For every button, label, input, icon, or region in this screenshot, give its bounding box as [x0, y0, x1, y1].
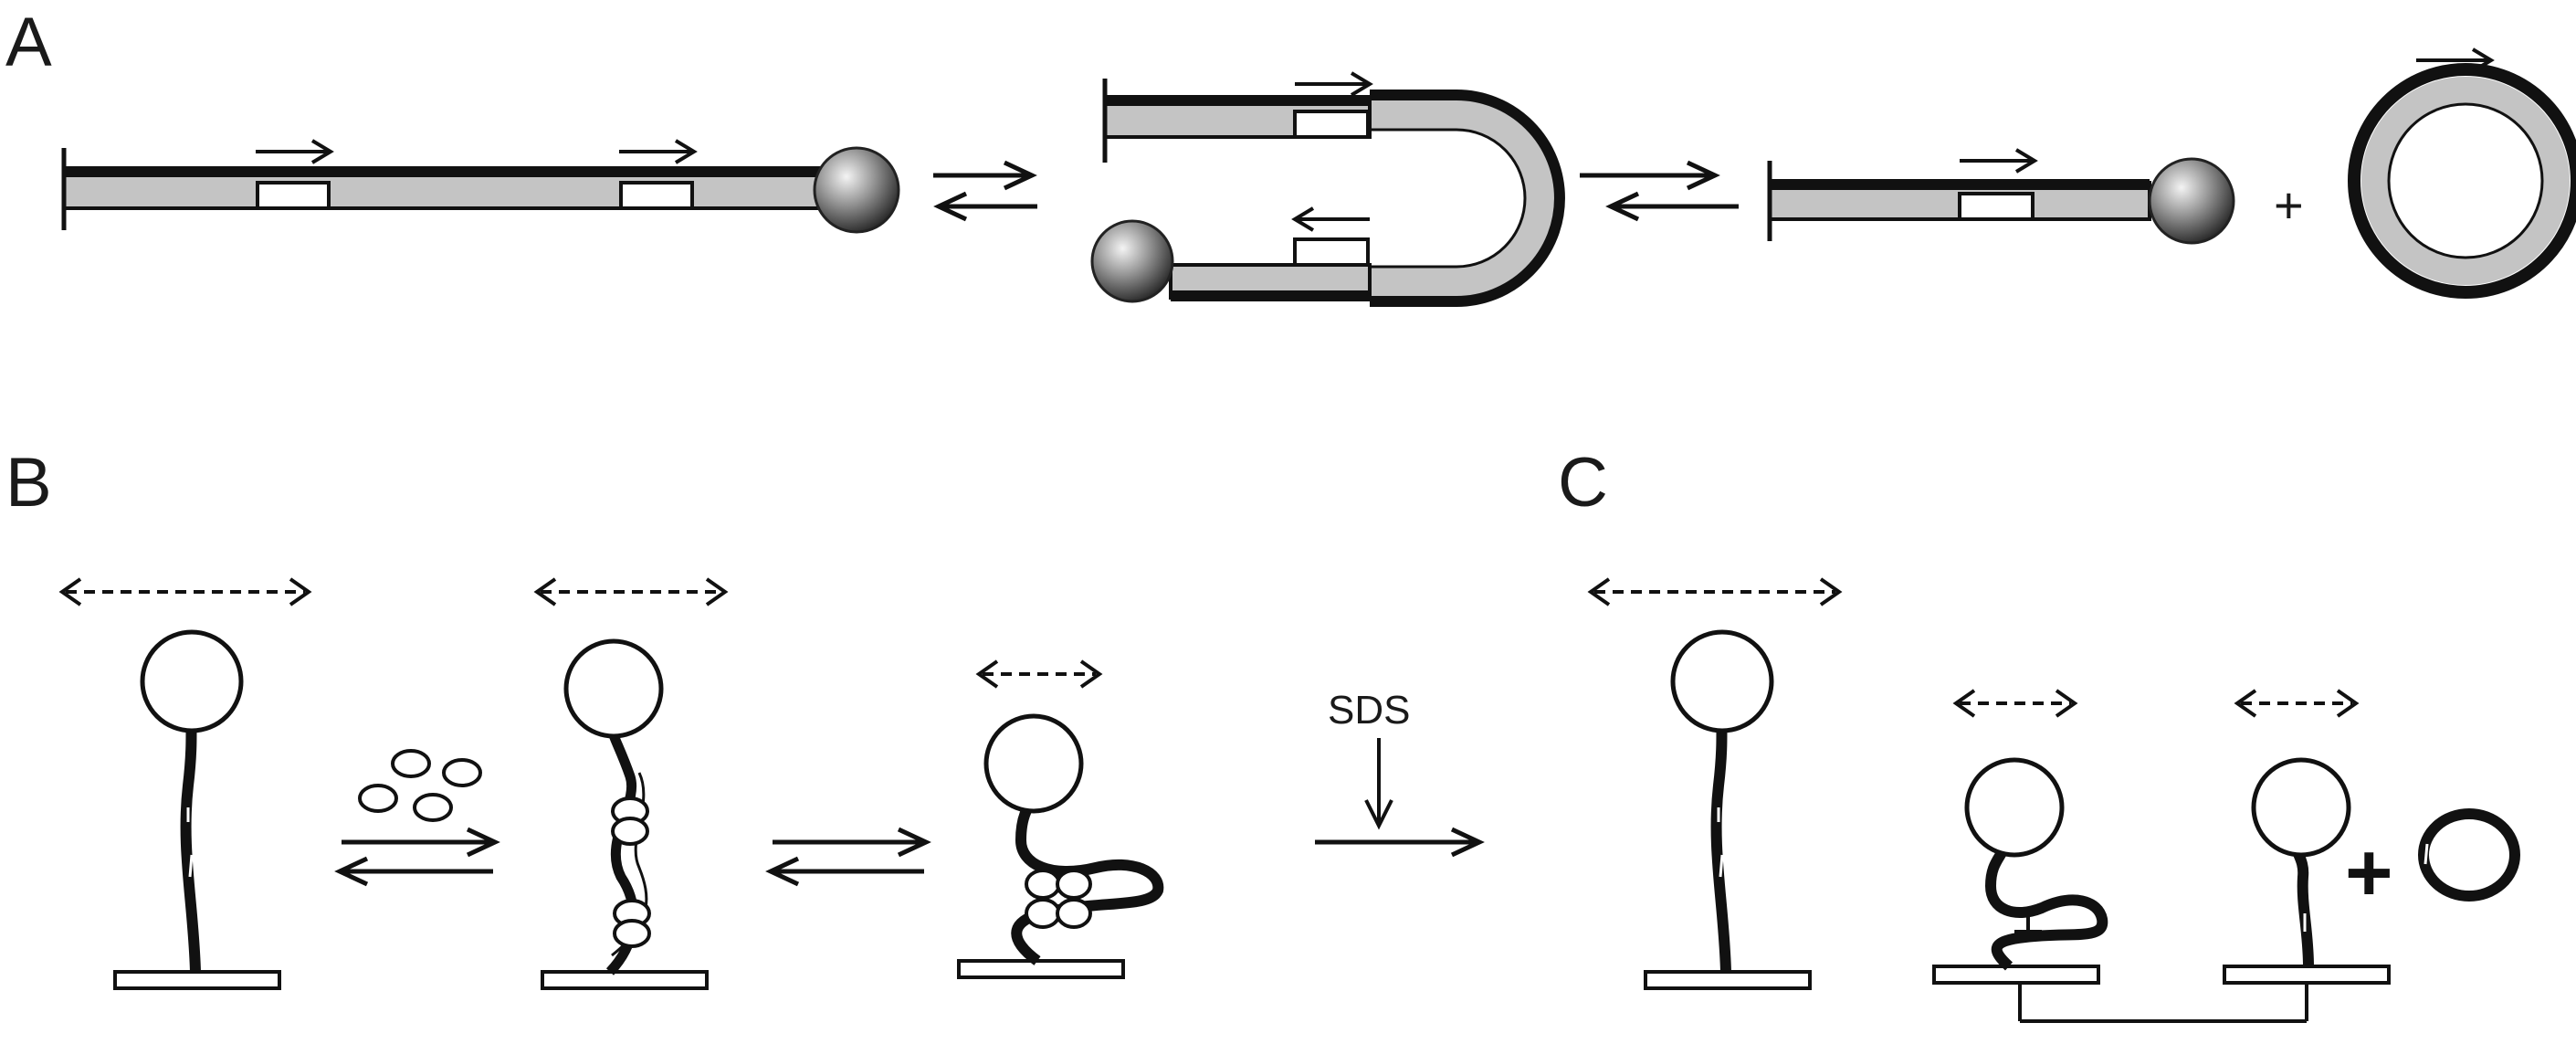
linear-dna-two-sites — [61, 139, 900, 234]
panel-label-b: B — [5, 444, 52, 522]
site-direction-arrow — [619, 139, 698, 164]
equilibrium-arrows — [334, 827, 500, 887]
brownian-motion-arrow — [2234, 689, 2360, 718]
equilibrium-arrows — [765, 827, 931, 887]
brownian-motion-arrow — [58, 577, 312, 606]
bead — [1964, 757, 2065, 858]
panel-label-c: C — [1558, 444, 1608, 522]
linear-dna-one-site — [1767, 148, 2235, 245]
brownian-motion-arrow — [975, 659, 1103, 689]
tethered-bead-crosslinked-loop — [1932, 689, 2108, 985]
brownian-motion-arrow — [533, 577, 729, 606]
site-direction-arrow — [2416, 47, 2495, 73]
equilibrium-arrows — [933, 160, 1037, 222]
recombination-site — [619, 181, 694, 210]
bead — [563, 638, 664, 739]
bead — [1090, 219, 1174, 303]
tethered-bead-extended — [58, 577, 312, 990]
bead — [140, 629, 244, 733]
brownian-motion-arrow — [1952, 689, 2078, 718]
tethered-bead-extended — [1587, 577, 1843, 990]
tethered-bead-synapsed — [957, 659, 1164, 979]
bead — [2251, 757, 2351, 858]
bead — [983, 713, 1084, 814]
bead — [2148, 157, 2235, 245]
looped-dna-synapse — [1090, 71, 1565, 307]
excised-dna-circle — [2418, 808, 2520, 902]
recombination-site — [1293, 237, 1370, 267]
site-direction-arrow — [1291, 206, 1370, 232]
bead — [1670, 629, 1774, 733]
site-direction-arrow — [1960, 148, 2038, 174]
surface — [1644, 970, 1812, 990]
recombination-site — [1958, 192, 2035, 221]
recombination-site — [256, 181, 331, 210]
tethered-bead-proteins-bound — [533, 577, 729, 990]
sds-label: SDS — [1328, 688, 1410, 733]
plus-sign: + — [2274, 176, 2304, 234]
recombinase-proteins — [358, 749, 482, 822]
panel-label-a: A — [5, 4, 52, 81]
surface — [957, 959, 1125, 979]
brownian-motion-arrow — [1587, 577, 1843, 606]
comparison-bracket — [2018, 983, 2308, 1023]
sds-treatment-arrow: SDS — [1315, 688, 1485, 858]
tethered-bead-excised — [2223, 689, 2391, 985]
circular-dna-product — [2348, 47, 2576, 299]
surface — [2223, 965, 2391, 985]
surface — [113, 970, 281, 990]
site-direction-arrow — [256, 139, 334, 164]
surface — [541, 970, 709, 990]
recombination-site — [1293, 110, 1370, 139]
site-direction-arrow — [1295, 71, 1373, 97]
bead — [813, 146, 900, 234]
equilibrium-arrows — [1580, 160, 1739, 222]
surface — [1932, 965, 2100, 985]
plus-sign-bold: + — [2345, 828, 2393, 919]
